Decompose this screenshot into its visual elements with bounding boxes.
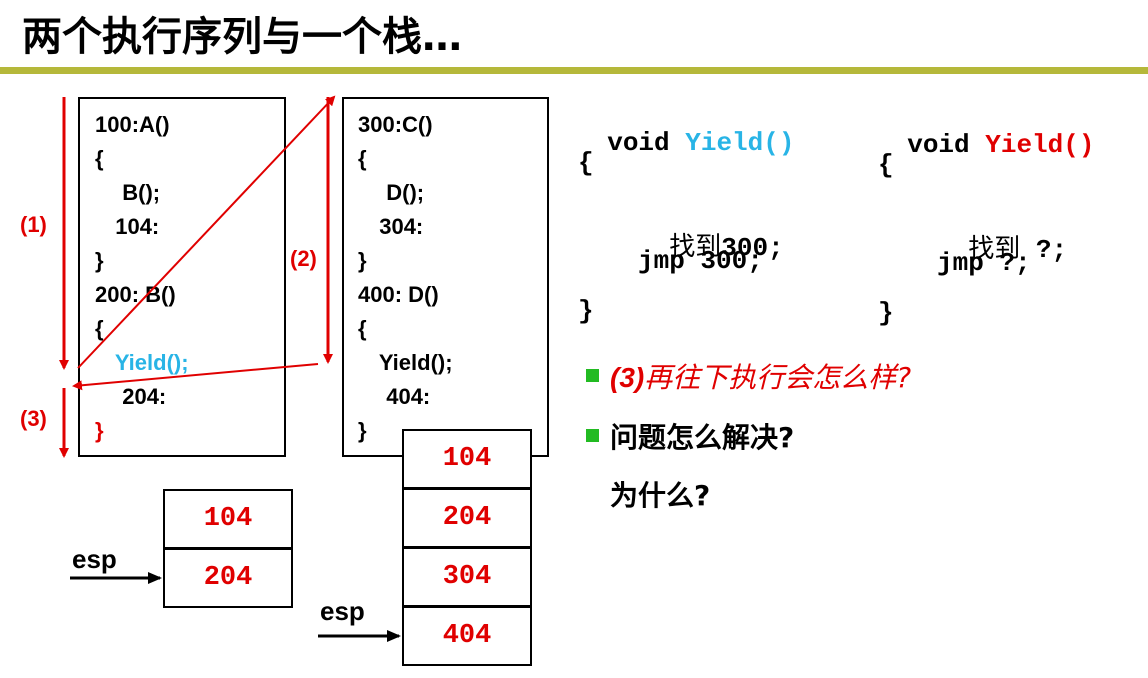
question-1-prefix: (3) bbox=[610, 362, 645, 393]
question-1-text: 再往下执行会怎么样? bbox=[644, 361, 912, 394]
stack2-cell-404: 404 bbox=[402, 606, 532, 666]
yield1-close-brace: } bbox=[578, 296, 594, 326]
stack1-esp-label: esp bbox=[72, 544, 117, 574]
right-code-yield: Yield(); bbox=[367, 350, 453, 375]
question-3: 为什么? bbox=[610, 479, 711, 512]
yield2-line1: 找到 ?; bbox=[937, 198, 1067, 265]
yield2-line2: jmp ?; bbox=[937, 248, 1031, 278]
yield2-name: Yield() bbox=[985, 130, 1095, 160]
yield1-signature: void Yield() bbox=[576, 98, 794, 158]
title-divider bbox=[0, 67, 1148, 74]
yield2-find-text: 找到 bbox=[968, 234, 1021, 264]
arrow-label-2: (2) bbox=[290, 246, 317, 271]
stack1-cell-204: 204 bbox=[163, 548, 293, 608]
arrow-diagonal-up bbox=[77, 95, 336, 369]
yield1-line2: jmp 300; bbox=[638, 246, 763, 276]
left-code-line-2: { bbox=[95, 146, 104, 171]
bullet-1 bbox=[586, 369, 599, 382]
left-code-line-5: } bbox=[95, 248, 104, 273]
question-2: 问题怎么解决? bbox=[610, 421, 795, 454]
right-code-line-3: D(); bbox=[374, 180, 425, 205]
stack2-cell-104: 104 bbox=[402, 429, 532, 489]
arrow-label-1: (1) bbox=[20, 212, 47, 237]
question-1: (3)再往下执行会怎么样? bbox=[610, 356, 911, 396]
left-code-close-brace: } bbox=[95, 418, 104, 443]
slide-title: 两个执行序列与一个栈… bbox=[22, 14, 462, 60]
left-code-line-7: { bbox=[95, 316, 104, 341]
yield2-keyword: void bbox=[907, 130, 970, 160]
right-code-line-10: } bbox=[358, 418, 367, 443]
right-code-line-1: 300:C() bbox=[358, 112, 433, 137]
left-code-yield: Yield(); bbox=[103, 350, 189, 375]
arrow-back-left bbox=[72, 363, 319, 391]
stack2-esp-label: esp bbox=[320, 596, 365, 626]
arrow-label-3: (3) bbox=[20, 406, 47, 431]
left-code-line-3: B(); bbox=[110, 180, 161, 205]
yield1-name: Yield() bbox=[685, 128, 795, 158]
right-code-line-4: 304: bbox=[367, 214, 424, 239]
stack1-cell-104: 104 bbox=[163, 489, 293, 549]
yield1-line1: 找到300; bbox=[638, 196, 784, 263]
yield2-find-target: ?; bbox=[1020, 235, 1068, 265]
left-code-line-6: 200: B() bbox=[95, 282, 176, 307]
yield1-find-target: 300; bbox=[721, 233, 784, 263]
stack2-cell-204: 204 bbox=[402, 488, 532, 548]
yield2-close-brace: } bbox=[878, 298, 894, 328]
code-box-a-b bbox=[78, 97, 286, 457]
yield2-signature: void Yield() bbox=[876, 100, 1094, 160]
right-code-line-5: } bbox=[358, 248, 367, 273]
right-code-line-6: 400: D() bbox=[358, 282, 439, 307]
right-code-line-2: { bbox=[358, 146, 367, 171]
right-code-line-9: 404: bbox=[374, 384, 431, 409]
right-code-line-7: { bbox=[358, 316, 367, 341]
left-code-line-4: 104: bbox=[103, 214, 160, 239]
stack2-cell-304: 304 bbox=[402, 547, 532, 607]
left-code-line-1: 100:A() bbox=[95, 112, 170, 137]
left-code-line-9: 204: bbox=[110, 384, 167, 409]
yield1-keyword: void bbox=[607, 128, 670, 158]
yield2-open-brace: { bbox=[878, 150, 894, 180]
yield1-open-brace: { bbox=[578, 148, 594, 178]
yield1-find-text: 找到 bbox=[669, 232, 722, 262]
bullet-2 bbox=[586, 429, 599, 442]
